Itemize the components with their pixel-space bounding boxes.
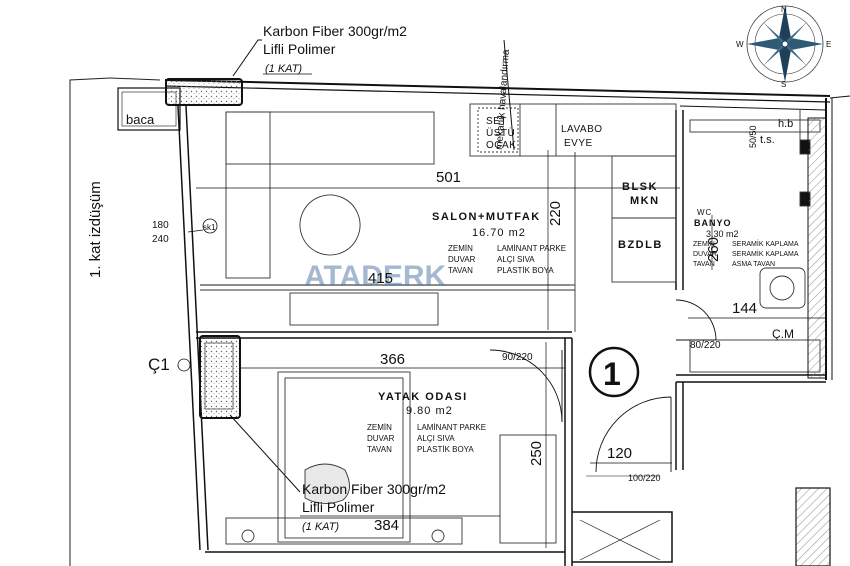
dim-240: 240	[152, 234, 169, 245]
dim-415: 415	[368, 270, 393, 287]
watermark-logo: ATADERK	[304, 260, 447, 293]
compass-n: N	[781, 5, 787, 14]
bedroom-finish-v-1: ALÇI SIVA	[417, 434, 455, 443]
wc-finish-k-2: TAVAN	[693, 261, 715, 268]
unit-number-circle	[588, 346, 640, 398]
bedroom-finish-v-2: PLASTİK BOYA	[417, 445, 474, 454]
kitchen-lavabo-label: LAVABO	[561, 124, 603, 135]
bedroom-finish-k-0: ZEMİN	[367, 423, 392, 432]
compass-s: S	[781, 80, 786, 89]
dim-90-220: 90/220	[502, 352, 533, 363]
wc-finish-k-1: DUVAR	[693, 251, 717, 258]
hb-label: h.b	[778, 118, 793, 130]
kitchen-counter	[469, 103, 677, 283]
salon-finish-k-0: ZEMİN	[448, 244, 473, 253]
wc-finish-v-0: SERAMİK KAPLAMA	[732, 239, 799, 248]
dim-384: 384	[374, 517, 399, 534]
salon-finish-v-0: LAMİNANT PARKE	[497, 244, 566, 253]
wc-room-name-1: WC	[697, 208, 712, 217]
carbon-column-left	[199, 335, 241, 419]
bedroom-room-name: YATAK ODASI	[378, 391, 468, 403]
interior-walls	[196, 105, 827, 566]
wc-finish-k-0: ZEMİN	[693, 239, 715, 248]
kitchen-evye-label: EVYE	[564, 138, 593, 149]
dim-120: 120	[607, 445, 632, 462]
dimension-lines	[196, 150, 826, 548]
kitchen-ustu-label: ÜSTÜ	[486, 127, 515, 139]
salon-room-area: 16.70 m2	[472, 227, 526, 239]
wc-room-name-2: BANYO	[694, 218, 732, 228]
carbon-bottom-line3: (1 KAT)	[302, 521, 339, 533]
compass-rose	[746, 5, 824, 83]
dim-260: 260	[705, 237, 722, 262]
right-structure	[795, 95, 850, 566]
floor-projection-label: 1. kat izdüşüm	[87, 181, 104, 278]
wc-finish-v-1: SERAMİK KAPLAMA	[732, 249, 799, 258]
bedroom-finish-k-1: DUVAR	[367, 434, 395, 443]
window-c1-label: Ç1	[148, 355, 170, 374]
carbon-bottom-line1: Karbon Fiber 300gr/m2	[302, 481, 446, 497]
window-sk1-label: sk1	[203, 223, 216, 232]
wc-finish-v-2: ASMA TAVAN	[732, 261, 775, 268]
carbon-top-line1: Karbon Fiber 300gr/m2	[263, 23, 407, 39]
kitchen-ocak-label: OCAK	[486, 140, 516, 151]
annotation-leaders	[229, 39, 301, 493]
machine-label: MKN	[630, 195, 660, 207]
floor-projection-outline	[69, 77, 161, 566]
chimney	[117, 87, 181, 131]
compass-w: W	[736, 40, 744, 49]
bedroom-finish-k-2: TAVAN	[367, 445, 392, 454]
ts-label: t.s.	[760, 134, 775, 146]
dim-100-220: 100/220	[628, 473, 661, 483]
compass-e: E	[826, 40, 831, 49]
ventilation-pipe	[503, 39, 515, 151]
chimney-label: baca	[126, 112, 155, 127]
dim-220: 220	[547, 201, 564, 226]
dim-250: 250	[528, 441, 545, 466]
doors	[489, 299, 717, 561]
bedroom-finish-v-0: LAMİNANT PARKE	[417, 423, 486, 432]
dim-144: 144	[732, 300, 757, 317]
washing-machine-label: Ç.M	[772, 327, 794, 341]
salon-finish-k-1: DUVAR	[448, 255, 476, 264]
dim-180: 180	[152, 220, 169, 231]
salon-room-name: SALON+MUTFAK	[432, 211, 541, 223]
wc-room-area: 3.30 m2	[706, 229, 739, 239]
dim-80-220: 80/220	[690, 340, 721, 351]
column-inner	[204, 342, 234, 410]
bedroom-room-area: 9.80 m2	[406, 405, 453, 417]
fridge-label: BZDLB	[618, 239, 663, 251]
salon-finish-v-1: ALÇI SIVA	[497, 255, 535, 264]
carbon-bottom-line2: Lifli Polimer	[302, 499, 375, 515]
salon-finish-k-2: TAVAN	[448, 266, 473, 275]
carbon-column-top	[165, 78, 243, 106]
bed	[225, 371, 557, 545]
dim-501: 501	[436, 169, 461, 186]
dim-366: 366	[380, 351, 405, 368]
window-markers	[177, 218, 218, 372]
dishwasher-label: BLSK	[622, 181, 658, 193]
carbon-top-line3: (1 KAT)	[265, 63, 302, 75]
kitchen-set-label: SET	[486, 116, 507, 127]
salon-finish-v-2: PLASTİK BOYA	[497, 266, 554, 275]
carbon-top-line2: Lifli Polimer	[263, 41, 336, 57]
dim-50-50: 50/50	[748, 125, 758, 148]
unit-number: 1	[603, 356, 621, 392]
